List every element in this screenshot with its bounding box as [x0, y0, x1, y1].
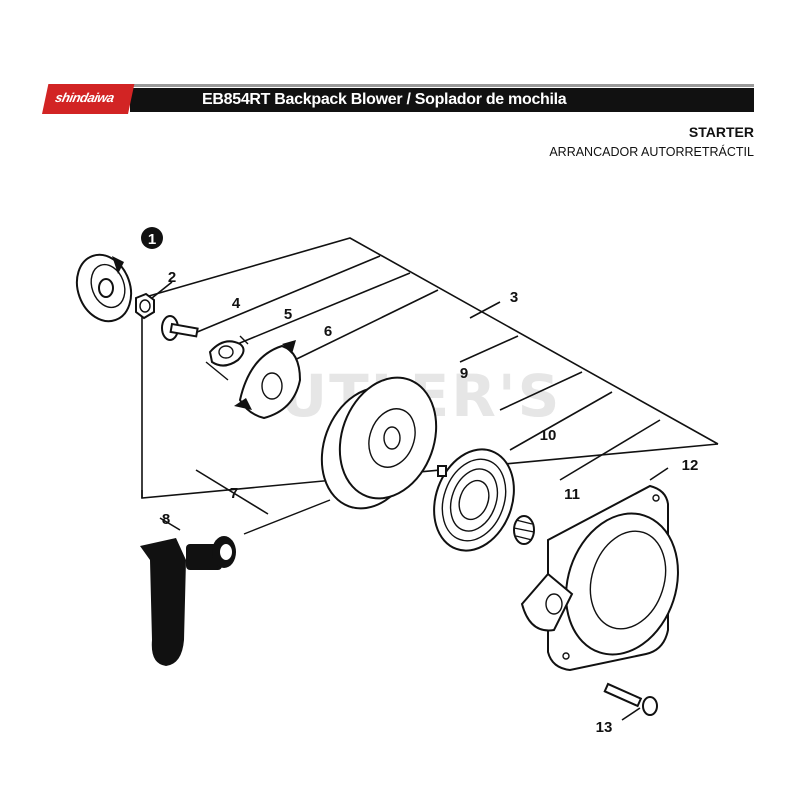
callout-11: 11 [564, 486, 580, 503]
callout-7: 7 [230, 485, 238, 502]
callout-12: 12 [682, 457, 699, 474]
page-header: shindaiwa EB854RT Backpack Blower / Sopl… [42, 84, 754, 114]
callout-1-badge [141, 227, 163, 249]
callout-4: 4 [232, 295, 241, 312]
part-nut [135, 292, 155, 320]
leader-frame-top [141, 237, 719, 445]
callout-labels: 1 2 3 4 5 6 7 8 9 10 11 12 13 [141, 227, 698, 736]
callout-9: 9 [460, 365, 468, 382]
leader-lines [141, 237, 719, 721]
part-spring-clip [205, 335, 249, 381]
callout-3: 3 [510, 289, 518, 306]
callout-8: 8 [162, 511, 170, 528]
callout-1: 1 [148, 231, 156, 248]
leader-3-rung [499, 371, 583, 411]
callout-10: 10 [540, 427, 557, 444]
leader-5 [234, 272, 411, 346]
part-ratchet-plate [75, 253, 133, 323]
section-subtitle: ARRANCADOR AUTORRETRÁCTIL [549, 145, 754, 159]
section-title: STARTER [688, 124, 754, 140]
part-starter-case [520, 484, 679, 672]
leader-4 [189, 255, 381, 336]
callout-13: 13 [596, 719, 613, 736]
leader-10 [509, 391, 613, 451]
part-small-spring [513, 515, 535, 545]
leader-6 [269, 289, 439, 373]
header-stripe [130, 84, 754, 87]
callout-2: 2 [168, 269, 176, 286]
leader-13 [621, 707, 641, 721]
part-pawl [234, 340, 302, 420]
part-starter-handle [140, 536, 236, 666]
callout-6: 6 [324, 323, 332, 340]
leader-11 [559, 419, 661, 481]
leader-3 [469, 301, 501, 319]
leader-9 [459, 335, 519, 363]
leader-8 [159, 517, 181, 531]
page-title: EB854RT Backpack Blower / Soplador de mo… [202, 91, 567, 108]
leader-2 [151, 281, 173, 299]
leader-12 [649, 467, 669, 481]
callout-5: 5 [284, 306, 292, 323]
part-bolt [161, 315, 199, 341]
part-reel-pulley [320, 376, 438, 510]
part-recoil-spring [433, 448, 515, 552]
leader-7 [195, 469, 269, 515]
part-screw [603, 682, 658, 716]
header-bar [130, 88, 754, 112]
part-starter-rope [243, 499, 331, 535]
